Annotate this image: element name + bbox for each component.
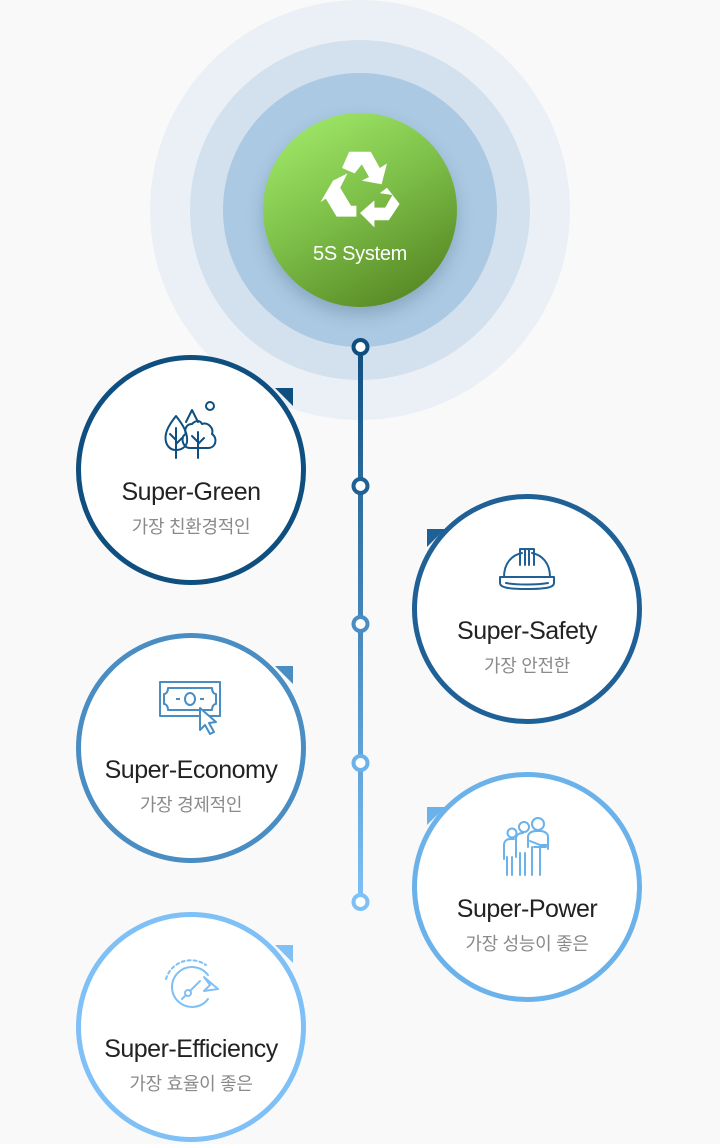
node-title: Super-Economy <box>104 756 278 784</box>
node-subtitle: 가장 경제적인 <box>139 795 243 815</box>
recycle-icon <box>320 151 400 228</box>
node-title: Super-Green <box>121 478 261 506</box>
money-click-icon <box>159 681 221 735</box>
node-title: Super-Safety <box>457 617 597 645</box>
callout-pointer <box>275 666 293 684</box>
callout-pointer <box>427 807 445 825</box>
timeline-dot <box>351 754 370 772</box>
node-super-green: Super-Green 가장 친환경적인 <box>76 355 306 585</box>
node-title: Super-Power <box>456 895 598 923</box>
callout-pointer <box>275 945 293 963</box>
trees-icon <box>164 401 217 459</box>
timeline-dot <box>351 477 370 495</box>
timeline-dot <box>351 893 370 911</box>
node-subtitle: 가장 효율이 좋은 <box>129 1074 253 1094</box>
node-super-safety: Super-Safety 가장 안전한 <box>412 494 642 724</box>
node-super-power: Super-Power 가장 성능이 좋은 <box>412 772 642 1002</box>
node-super-efficiency: Super-Efficiency 가장 효율이 좋은 <box>76 912 306 1142</box>
core-label: 5S System <box>313 243 407 265</box>
node-subtitle: 가장 친환경적인 <box>131 517 251 537</box>
speedometer-icon <box>165 959 219 1008</box>
people-icon <box>503 817 549 876</box>
timeline-dot <box>351 615 370 633</box>
callout-pointer <box>427 529 445 547</box>
node-subtitle: 가장 성능이 좋은 <box>465 934 589 954</box>
node-super-economy: Super-Economy 가장 경제적인 <box>76 633 306 863</box>
timeline-line <box>358 347 363 902</box>
node-title: Super-Efficiency <box>104 1035 278 1063</box>
hard-hat-icon <box>499 548 555 590</box>
node-subtitle: 가장 안전한 <box>483 656 570 676</box>
callout-pointer <box>275 388 293 406</box>
core-circle-5s-system: 5S System <box>263 113 457 307</box>
